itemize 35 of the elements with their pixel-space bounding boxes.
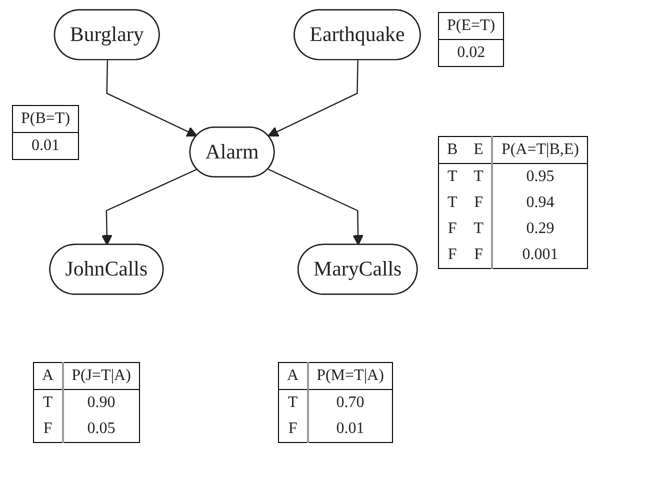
arrow: [268, 168, 364, 246]
arrow: [268, 60, 358, 137]
arrow: [106, 60, 198, 137]
arrow: [101, 168, 198, 246]
column-header: P(B=T): [12, 106, 79, 132]
probability-value: 0.95: [492, 164, 588, 190]
state-value: F: [438, 242, 466, 268]
column-header: P(M=T|A): [308, 362, 392, 390]
probability-value: 0.001: [492, 242, 588, 268]
probability-value: 0.94: [492, 190, 588, 216]
column-header: A: [34, 362, 63, 390]
state-value: T: [438, 190, 466, 216]
state-value: T: [438, 164, 466, 190]
column-header: P(J=T|A): [62, 362, 140, 390]
state-value: T: [466, 164, 492, 190]
state-value: F: [466, 190, 492, 216]
state-value: F: [34, 416, 63, 442]
column-header: P(A=T|B,E): [492, 136, 588, 164]
state-value: T: [34, 390, 63, 416]
probability-value: 0.01: [308, 416, 392, 442]
state-value: T: [278, 390, 308, 416]
probability-value: 0.01: [12, 132, 79, 160]
state-value: F: [438, 216, 466, 242]
column-header: A: [278, 362, 308, 390]
probability-value: 0.05: [62, 416, 140, 442]
probability-value: 0.02: [438, 40, 504, 66]
probability-value: 0.70: [308, 390, 392, 416]
probability-value: 0.90: [62, 390, 140, 416]
state-value: F: [466, 242, 492, 268]
probability-value: 0.29: [492, 216, 588, 242]
state-value: F: [278, 416, 308, 442]
column-header: B: [438, 136, 466, 164]
state-value: T: [466, 216, 492, 242]
column-header: E: [466, 136, 492, 164]
column-header: P(E=T): [438, 12, 504, 40]
